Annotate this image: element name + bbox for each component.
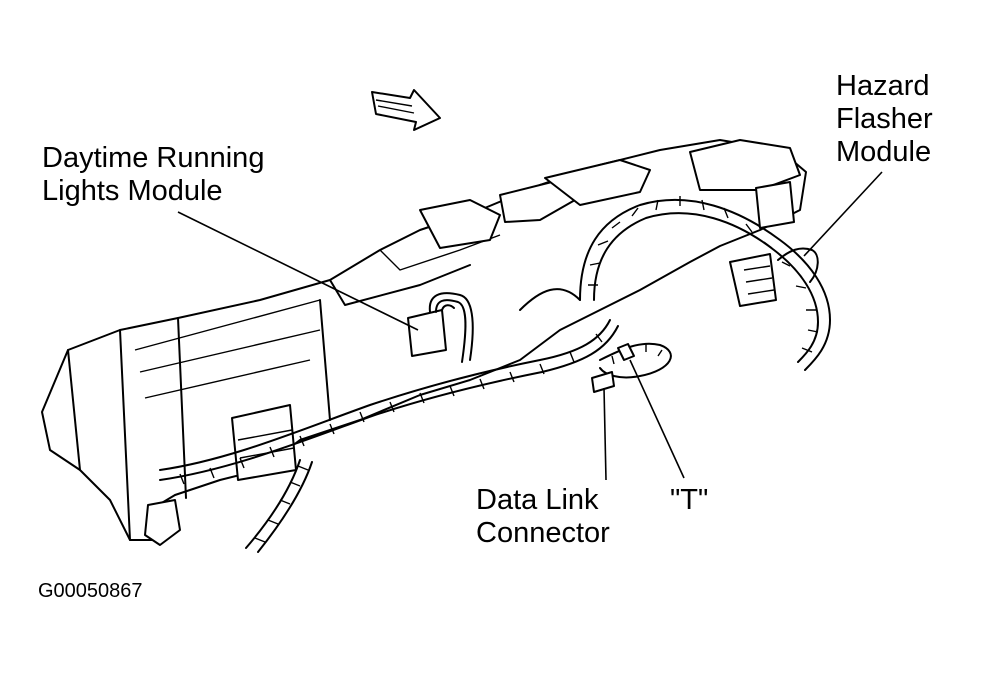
hazard-flasher-label-line-2: Flasher <box>836 103 933 135</box>
hazard-flasher-label-line-3: Module <box>836 136 932 168</box>
t-terminal-label: "T" <box>670 484 709 516</box>
hazard-flasher-label-line-1: Hazard <box>836 70 930 102</box>
hazard-leader-line <box>803 171 883 257</box>
data-link-label-line-2: Connector <box>476 517 610 549</box>
drl-leader-line <box>177 211 419 331</box>
wiring-harness <box>159 196 831 553</box>
figure-id: G00050867 <box>38 580 143 602</box>
forward-direction-arrow-icon <box>371 89 441 131</box>
data-link-connector-shape <box>591 343 635 393</box>
hazard-flasher-module-shape <box>729 181 819 307</box>
drl-module-label-line-2: Lights Module <box>42 175 223 207</box>
drl-module-label: Daytime Running Lights Module <box>42 142 264 208</box>
data-link-label-line-1: Data Link <box>476 484 599 516</box>
drl-module-label-line-1: Daytime Running <box>42 142 265 174</box>
drl-module-shape <box>407 292 474 363</box>
t-terminal-leader-line <box>629 359 685 479</box>
data-link-leader-line <box>603 387 607 481</box>
data-link-connector-label: Data Link Connector <box>476 484 610 550</box>
hazard-flasher-label: Hazard Flasher Module <box>836 70 933 169</box>
